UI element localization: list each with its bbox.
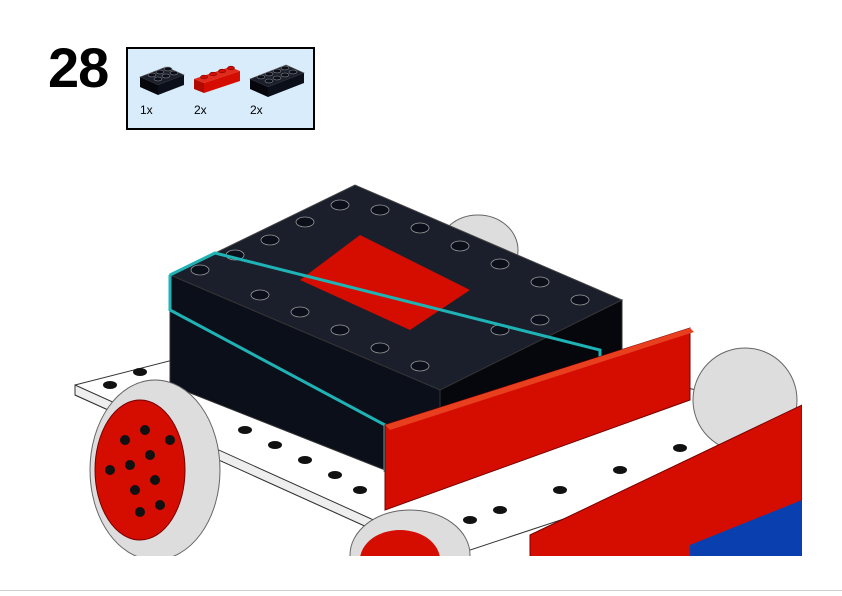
black-brick-2x4-icon (249, 64, 305, 97)
step-number: 28 (48, 36, 109, 99)
part-quantity: 1x (140, 103, 153, 117)
blue-plate (690, 500, 802, 556)
red-brick-1x4-icon (194, 65, 240, 93)
plate-studs (103, 368, 727, 524)
black-studs (190, 199, 590, 372)
parts-list-callout: 1x 2x 2x (126, 47, 315, 130)
page-divider (0, 590, 842, 591)
part-quantity: 2x (250, 103, 263, 117)
red-wall-right (529, 404, 802, 556)
part-quantity: 2x (194, 103, 207, 117)
black-brick-2x3-icon (139, 66, 185, 95)
